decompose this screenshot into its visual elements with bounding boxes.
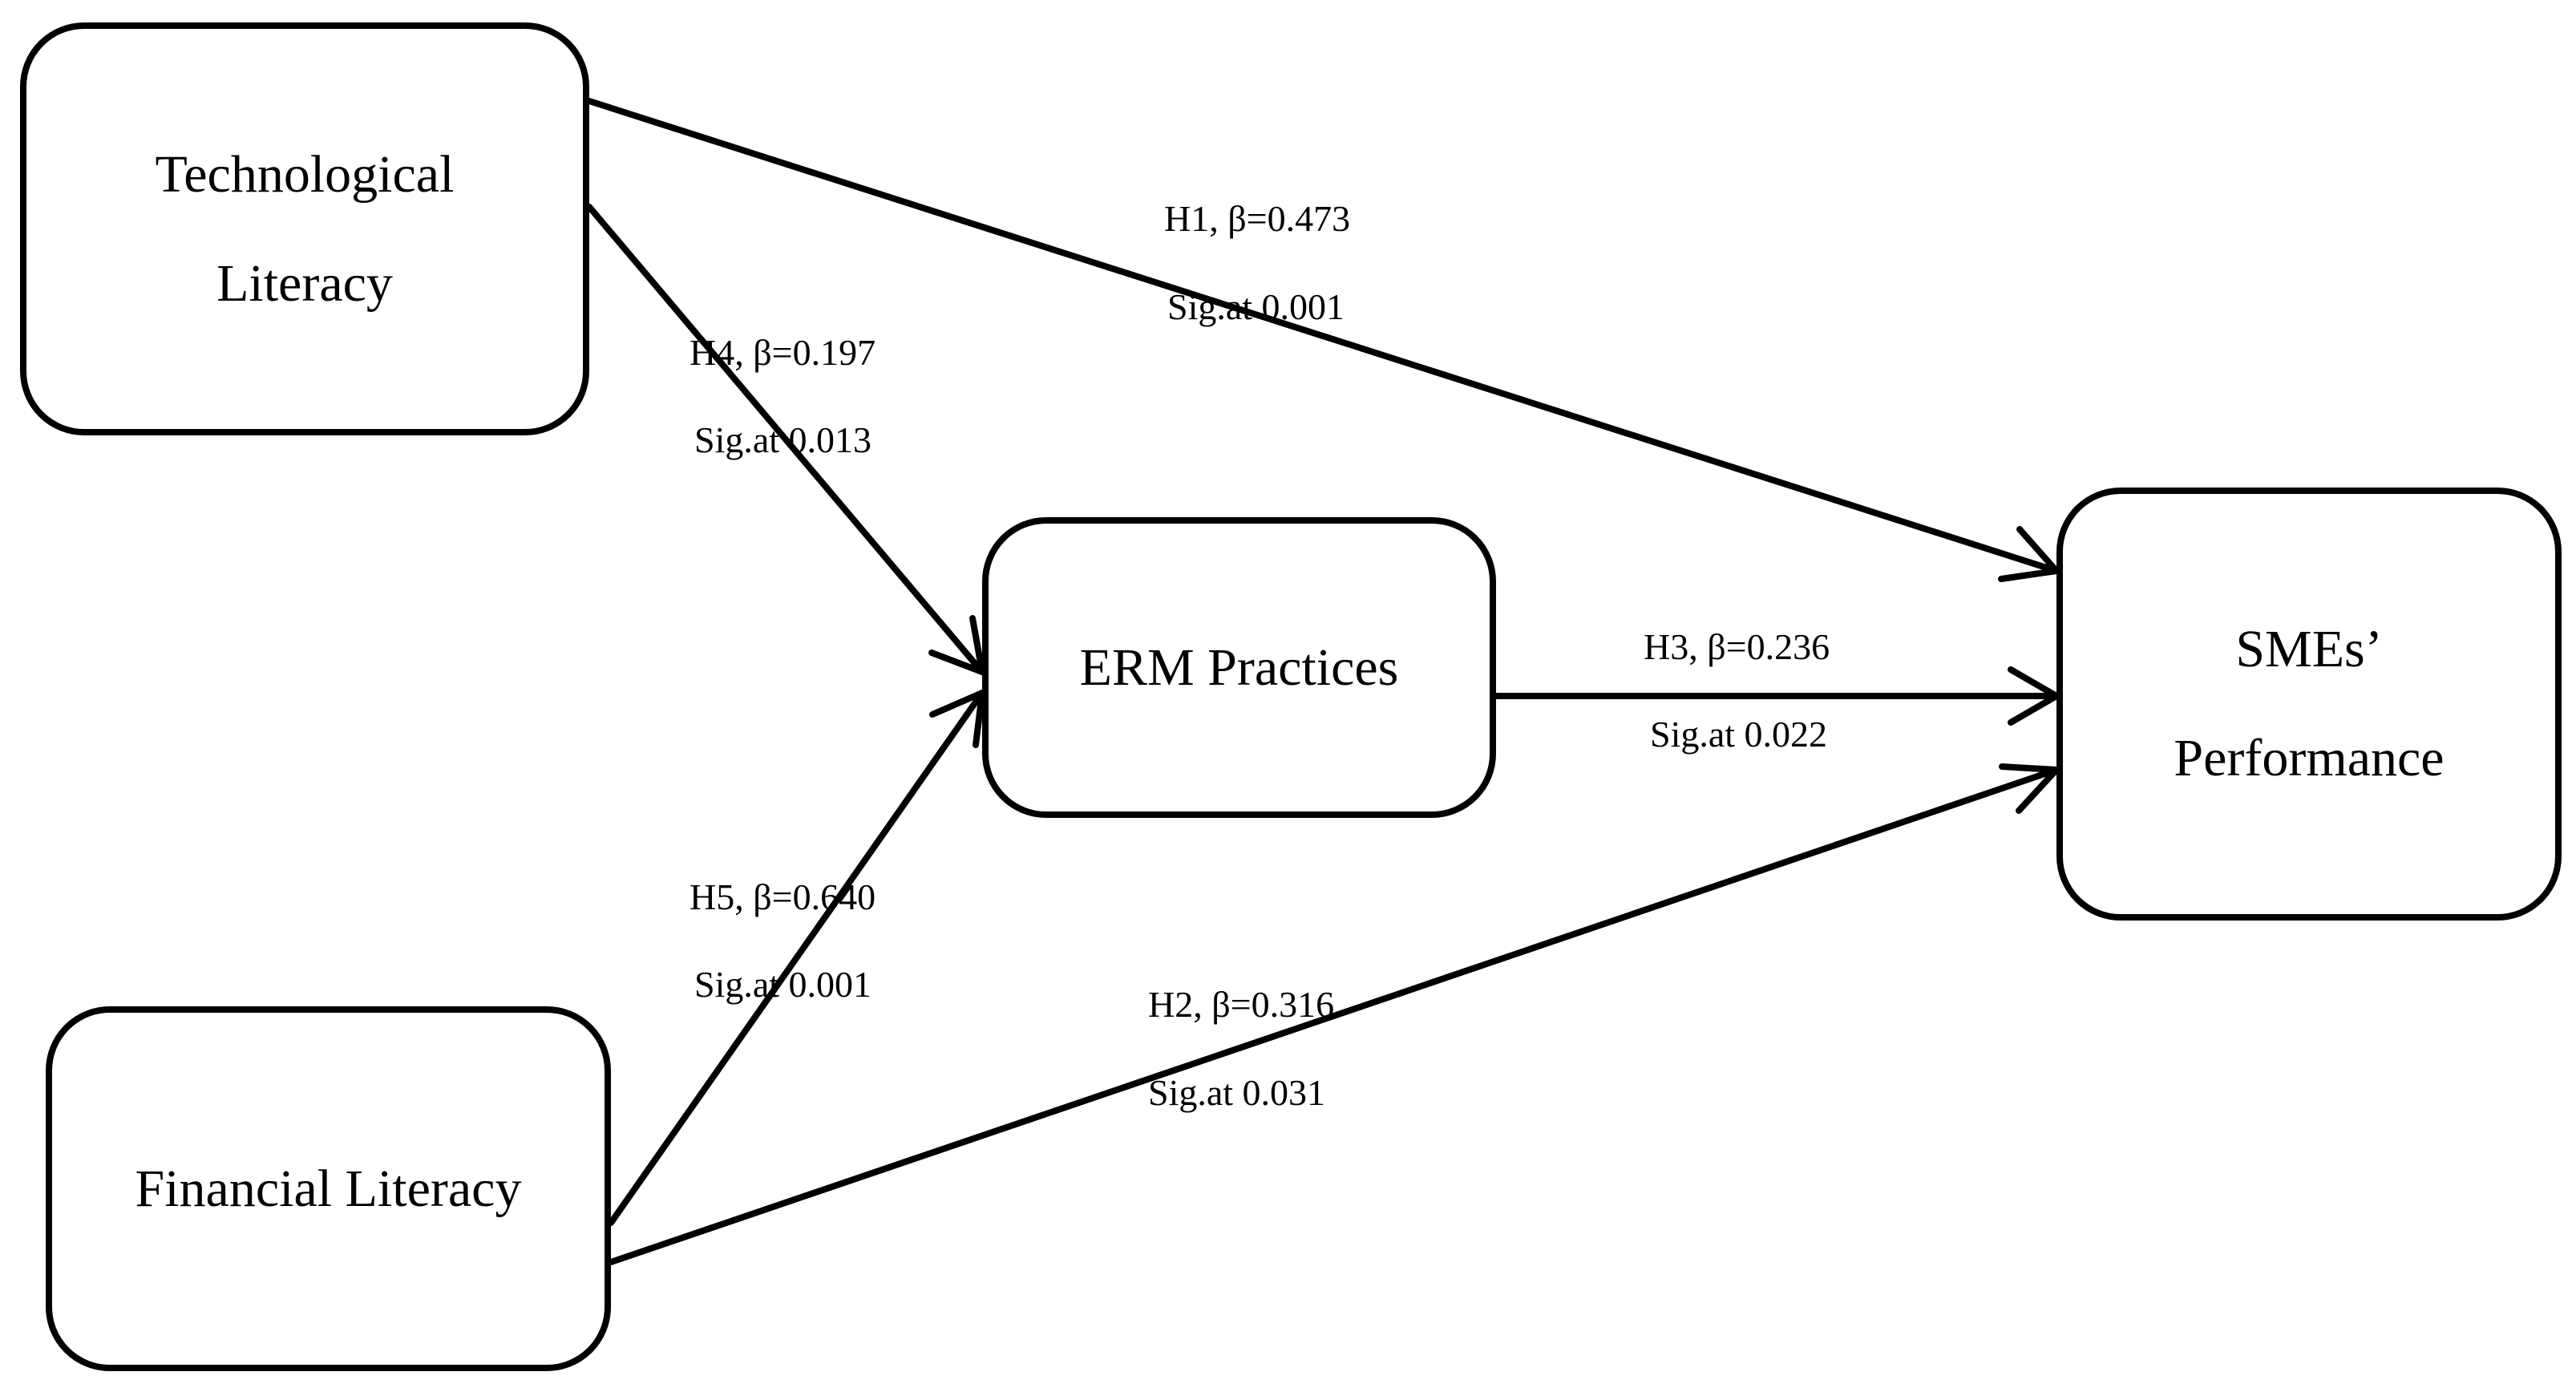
edge-h2-line <box>608 767 2060 1265</box>
edge-h3-hypothesis-label: H3, β=0.236 <box>1644 626 1830 667</box>
edge-h5-sig-label: Sig.at 0.001 <box>694 964 872 1005</box>
node-erm-practices: ERM Practices <box>982 517 1496 818</box>
edge-h4-sig-label: Sig.at 0.013 <box>694 419 872 460</box>
node-smes-performance-line-1: SMEs’ <box>2235 620 2383 678</box>
edge-h1-sig-label: Sig.at 0.001 <box>1167 286 1345 327</box>
edge-h5-line <box>608 690 985 1226</box>
node-financial-literacy-label: Financial Literacy <box>135 1159 522 1218</box>
node-smes-performance-line-2: Performance <box>2174 729 2445 787</box>
edge-h1-line <box>586 98 2060 574</box>
edge-h4-hypothesis-label: H4, β=0.197 <box>689 332 876 373</box>
edge-h3-sig-label: Sig.at 0.022 <box>1650 714 1828 755</box>
node-erm-practices-label: ERM Practices <box>1079 637 1399 697</box>
edge-h2-sig-label: Sig.at 0.031 <box>1148 1072 1326 1113</box>
node-technological-literacy-line-2: Literacy <box>216 253 393 313</box>
node-technological-literacy: Technological Literacy <box>20 22 589 435</box>
edge-h1-hypothesis-label: H1, β=0.473 <box>1164 198 1351 239</box>
node-financial-literacy: Financial Literacy <box>46 1006 611 1371</box>
edge-h4-line <box>586 204 985 675</box>
edge-h5-hypothesis-label: H5, β=0.640 <box>689 876 876 917</box>
edge-h2-hypothesis-label: H2, β=0.316 <box>1148 984 1335 1025</box>
node-technological-literacy-line-1: Technological <box>155 144 455 204</box>
node-smes-performance: SMEs’ Performance <box>2056 488 2562 921</box>
